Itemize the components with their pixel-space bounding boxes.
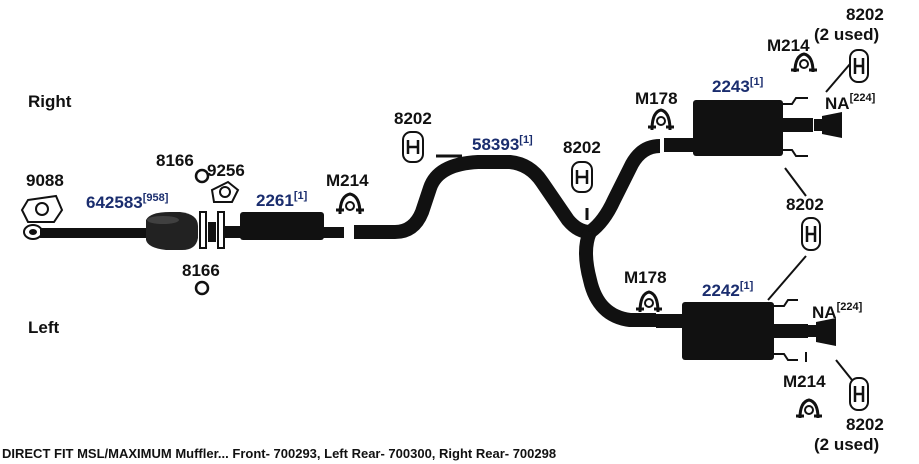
- part-label-8202-right-tip: 8202: [846, 5, 884, 24]
- part-label-642583: 642583[958]: [86, 192, 169, 212]
- leader-8202-between-lower: [767, 255, 807, 301]
- clamp-m178-right[interactable]: [648, 108, 674, 131]
- part-label-m214-right: M214: [767, 36, 810, 55]
- hanger-8202-left-tip[interactable]: [849, 377, 869, 411]
- part-label-2243: 2243[1]: [712, 76, 764, 96]
- part-label-8202-y: 8202: [563, 138, 601, 157]
- part-label-8166-upper: 8166: [156, 151, 194, 170]
- leader-8202-left-tip: [835, 359, 853, 381]
- part-label-9256: 9256: [207, 161, 245, 180]
- part-label-na-right: NA[224]: [825, 92, 876, 113]
- right-rear-muffler-2243[interactable]: [664, 97, 813, 157]
- side-label-left: Left: [28, 318, 60, 337]
- leader-8202-between-upper: [784, 167, 807, 197]
- part-label-8202-between: 8202: [786, 195, 824, 214]
- clamp-m214-front[interactable]: [336, 192, 364, 215]
- part-label-m178-right: M178: [635, 89, 678, 108]
- hanger-8202-between[interactable]: [801, 217, 821, 251]
- caption: DIRECT FIT MSL/MAXIMUM Muffler... Front-…: [2, 446, 556, 461]
- part-label-58393: 58393[1]: [472, 134, 533, 154]
- part-label-na-left: NA[224]: [812, 301, 863, 322]
- qty-label-8202-left-tip: (2 used): [814, 435, 879, 454]
- flange-9256[interactable]: [210, 180, 240, 203]
- leader-8202-right-tip: [825, 63, 851, 93]
- flange-gasket-9088[interactable]: [20, 194, 64, 223]
- left-rear-muffler-2242[interactable]: [656, 299, 808, 361]
- part-label-8166-lower: 8166: [182, 261, 220, 280]
- y-pipe-right-branch: [585, 139, 661, 238]
- clamp-m214-left[interactable]: [796, 398, 822, 419]
- gasket-8166-upper[interactable]: [194, 168, 210, 184]
- y-pipe-left-branch: [579, 229, 656, 327]
- tip-left[interactable]: [808, 318, 836, 346]
- side-label-right: Right: [28, 92, 72, 111]
- qty-label-8202-right-tip: (2 used): [814, 25, 879, 44]
- front-pipe[interactable]: [23, 212, 198, 250]
- gasket-8166-lower[interactable]: [194, 280, 210, 296]
- tip-right[interactable]: [814, 112, 842, 138]
- hanger-8202-right-tip[interactable]: [849, 49, 869, 83]
- y-pipe-58393[interactable]: [354, 155, 591, 239]
- part-label-m178-left: M178: [624, 268, 667, 287]
- part-label-8202-center: 8202: [394, 109, 432, 128]
- front-muffler-2261[interactable]: [224, 212, 344, 240]
- front-joint: [199, 211, 225, 249]
- part-label-9088: 9088: [26, 171, 64, 190]
- hanger-8202-center[interactable]: [402, 131, 424, 163]
- clamp-m178-left[interactable]: [636, 290, 662, 313]
- part-label-8202-left-tip: 8202: [846, 415, 884, 434]
- part-label-2242: 2242[1]: [702, 280, 754, 300]
- part-label-m214-front: M214: [326, 171, 369, 190]
- hanger-8202-y[interactable]: [571, 161, 593, 193]
- part-label-2261: 2261[1]: [256, 190, 308, 210]
- clamp-m214-right[interactable]: [791, 52, 817, 73]
- part-label-m214-left: M214: [783, 372, 826, 391]
